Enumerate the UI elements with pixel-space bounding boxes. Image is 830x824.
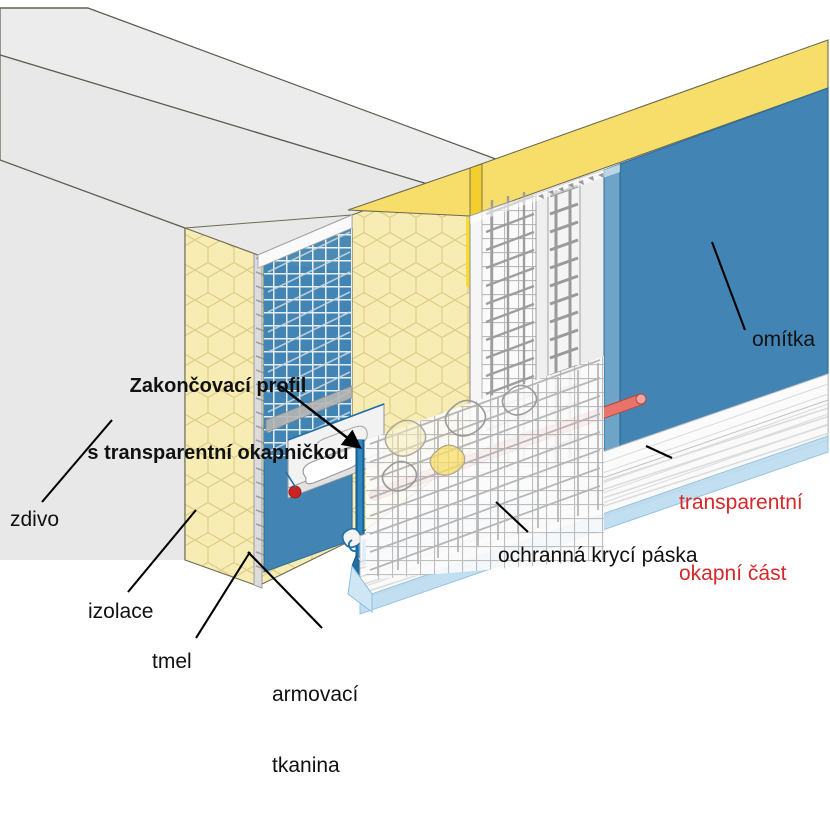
leader-okapni: [645, 445, 673, 459]
callout-drip-line1: transparentní: [679, 491, 803, 515]
leader-tmel: [195, 551, 251, 639]
leader-profile: [279, 385, 362, 449]
leader-paska: [495, 501, 529, 533]
callout-tkanina-line1: armovací: [272, 683, 359, 707]
callout-transparent-drip-label: transparentní okapní část: [679, 444, 803, 632]
etics-isometric-illustration: [0, 7, 829, 639]
callout-tkanina-line2: tkanina: [272, 753, 340, 777]
callout-protective-tape-label: ochranná krycí páska: [498, 544, 698, 567]
callout-izolace-label: izolace: [88, 600, 154, 623]
callout-profile-line1: Zakončovací profil: [129, 374, 307, 397]
diagram-canvas: Zakončovací profil s transparentní okapn…: [0, 7, 829, 777]
callout-profile-line2: s transparentní okapničkou: [87, 441, 349, 464]
leader-zdivo: [41, 419, 113, 503]
leader-izolace: [127, 509, 197, 593]
leader-omitka: [711, 241, 746, 331]
left-return-wall-layers: [253, 214, 353, 589]
callout-profile-label: Zakončovací profil s transparentní okapn…: [68, 330, 368, 509]
callout-armovaci-tkanina-label: armovací tkanina: [272, 636, 358, 824]
leader-tkanina: [247, 551, 323, 629]
callout-zdivo-label: zdivo: [10, 508, 60, 531]
leader-lines: [41, 241, 746, 639]
callout-omitka-label: omítka: [752, 328, 816, 351]
front-reinforcing-mesh: [366, 356, 604, 580]
callout-tmel-label: tmel: [152, 650, 192, 673]
callout-drip-line2: okapní část: [679, 561, 787, 585]
